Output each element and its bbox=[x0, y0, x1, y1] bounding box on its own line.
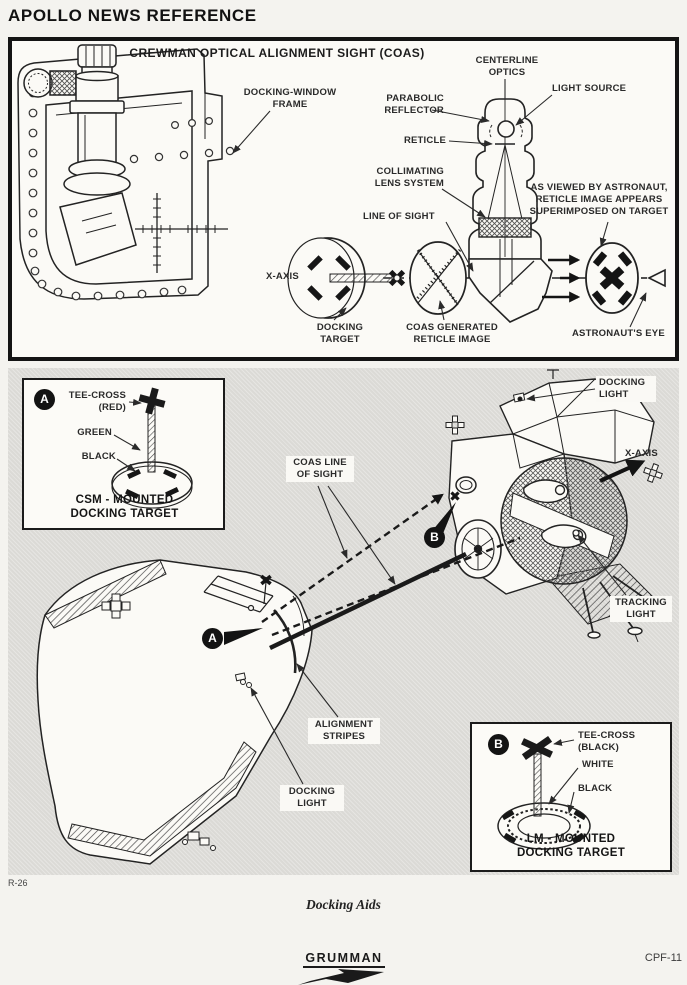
inset-a-badge: A bbox=[34, 389, 55, 410]
sight-lines bbox=[261, 493, 521, 650]
astronaut-figure bbox=[523, 479, 569, 504]
docking-axis-line bbox=[269, 552, 467, 650]
tee-cross-black-icon bbox=[521, 735, 553, 761]
csm-aft-fixture bbox=[182, 831, 216, 851]
label-centerline-optics: CENTERLINE OPTICS bbox=[475, 55, 539, 79]
coas-diagram bbox=[17, 44, 666, 328]
label-parabolic-reflector: PARABOLIC REFLECTOR bbox=[384, 93, 444, 117]
lm-target-caption: LM - MOUNTED DOCKING TARGET bbox=[516, 833, 626, 860]
label-as-viewed: AS VIEWED BY ASTRONAUT, RETICLE IMAGE AP… bbox=[529, 182, 669, 218]
label-docking-window-frame: DOCKING-WINDOW FRAME bbox=[243, 87, 337, 111]
csm-drawing bbox=[36, 559, 313, 865]
astronaut-eye-icon bbox=[641, 268, 666, 288]
superimposed-target bbox=[585, 242, 639, 314]
label-black-lm: BLACK bbox=[578, 783, 613, 794]
label-reticle: RETICLE bbox=[403, 135, 446, 146]
csm-docking-light-fixture bbox=[234, 672, 252, 688]
label-docking-light-lm: DOCKING LIGHT bbox=[596, 376, 656, 403]
coas-device-drawing bbox=[23, 44, 137, 266]
csm-target-inset: A TEE-CROSS (RED) GREEN BLACK CSM - MOUN… bbox=[22, 378, 225, 530]
lm-thruster-quad bbox=[643, 463, 663, 483]
label-coas-generated-reticle-image: COAS GENERATED RETICLE IMAGE bbox=[406, 322, 498, 346]
label-black-csm: BLACK bbox=[81, 451, 116, 462]
badge-a-pointer bbox=[224, 628, 263, 645]
lm-target-tee-cross bbox=[450, 491, 460, 501]
label-green: GREEN bbox=[77, 427, 112, 438]
label-x-axis-docking: X-AXIS bbox=[625, 448, 658, 459]
coas-body-schematic bbox=[468, 79, 553, 323]
label-docking-target: DOCKING TARGET bbox=[316, 322, 364, 346]
csm-target-rails bbox=[203, 575, 274, 613]
grumman-swoosh-icon bbox=[298, 969, 384, 985]
lm-thruster-quad bbox=[445, 415, 465, 435]
grumman-logo: GRUMMAN bbox=[296, 949, 392, 985]
page-number: CPF-11 bbox=[644, 952, 682, 964]
label-alignment-stripes: ALIGNMENT STRIPES bbox=[308, 718, 380, 745]
light-beams bbox=[542, 254, 581, 303]
figure-number: R-26 bbox=[8, 878, 28, 888]
docking-panel: COAS LINE OF SIGHT DOCKING LIGHT X-AXIS … bbox=[8, 368, 679, 875]
csm-target-drawing bbox=[111, 387, 193, 509]
label-tee-cross-black: TEE-CROSS (BLACK) bbox=[578, 730, 636, 754]
leader-lines bbox=[250, 388, 627, 785]
label-collimating-lens-system: COLLIMATING LENS SYSTEM bbox=[374, 166, 444, 190]
lm-target-drawing bbox=[497, 735, 591, 850]
csm-thruster-quad bbox=[101, 593, 131, 619]
reticle-image-schematic bbox=[409, 241, 467, 315]
badge-a-marker: A bbox=[202, 628, 223, 649]
label-line-of-sight: LINE OF SIGHT bbox=[363, 211, 435, 222]
page-title: APOLLO NEWS REFERENCE bbox=[8, 6, 257, 25]
window-reticle bbox=[135, 193, 228, 273]
label-coas-line-of-sight: COAS LINE OF SIGHT bbox=[286, 456, 354, 483]
docking-target-schematic bbox=[287, 237, 406, 319]
label-light-source: LIGHT SOURCE bbox=[552, 83, 627, 94]
badge-b-marker: B bbox=[424, 527, 445, 548]
csm-target-caption: CSM - MOUNTED DOCKING TARGET bbox=[70, 494, 179, 521]
inset-b-badge: B bbox=[488, 734, 509, 755]
x-axis-arrow bbox=[599, 459, 646, 483]
label-white: WHITE bbox=[582, 759, 614, 770]
frame-rivets bbox=[28, 88, 235, 301]
lm-target-inset: B TEE-CROSS (BLACK) WHITE BLACK LM - MOU… bbox=[470, 722, 672, 872]
tee-cross-red-icon bbox=[138, 387, 166, 415]
label-tee-cross-red: TEE-CROSS (RED) bbox=[68, 390, 126, 414]
coas-panel: CREWMAN OPTICAL ALIGNMENT SIGHT (COAS) D… bbox=[8, 37, 679, 361]
label-x-axis-coas: X-AXIS bbox=[266, 271, 299, 282]
label-docking-light-csm: DOCKING LIGHT bbox=[280, 785, 344, 812]
label-tracking-light: TRACKING LIGHT bbox=[610, 596, 672, 623]
figure-caption: Docking Aids bbox=[306, 897, 381, 912]
leader-lines bbox=[333, 79, 647, 328]
label-astronauts-eye: ASTRONAUT'S EYE bbox=[572, 328, 665, 339]
lm-docking-light-fixture bbox=[512, 392, 526, 403]
csm-target-tee-cross bbox=[260, 574, 272, 586]
grumman-logo-text: GRUMMAN bbox=[303, 951, 385, 968]
coas-panel-title: CREWMAN OPTICAL ALIGNMENT SIGHT (COAS) bbox=[129, 46, 425, 60]
